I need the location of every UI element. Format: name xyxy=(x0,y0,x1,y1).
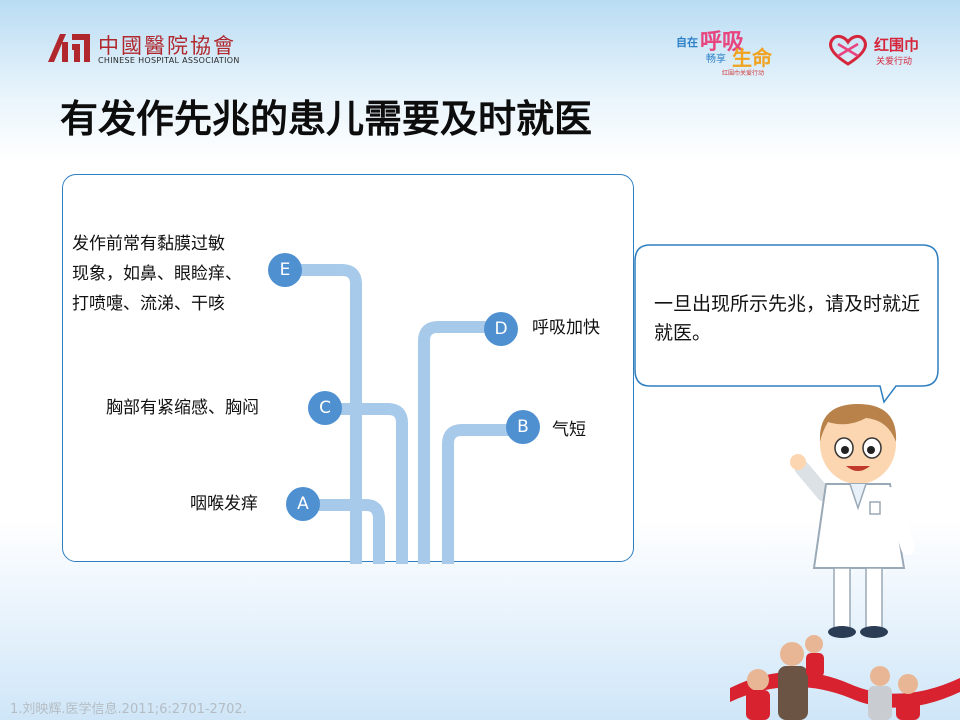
slide-title: 有发作先兆的患儿需要及时就医 xyxy=(60,97,593,141)
logo-chinese-text: 中國醫院協會 xyxy=(98,34,236,58)
speech-bubble xyxy=(634,244,939,404)
hospital-association-logo-icon xyxy=(48,34,90,62)
campaign-logo-part4: 生命 xyxy=(732,46,772,70)
logo-english-text: CHINESE HOSPITAL ASSOCIATION xyxy=(98,56,240,65)
family-photo-image xyxy=(730,635,960,720)
campaign-logo-part3: 畅享 xyxy=(706,54,726,65)
red-scarf-heart-icon xyxy=(829,34,867,66)
bubble-text: 一旦出现所示先兆，请及时就近就医。 xyxy=(654,293,921,344)
campaign-logo-part2: 呼吸 xyxy=(700,30,745,55)
label-d: 呼吸加快 xyxy=(532,318,600,338)
label-e-line1: 发作前常有黏膜过敏 xyxy=(72,234,225,254)
node-e: E xyxy=(268,253,302,287)
node-a: A xyxy=(286,487,320,521)
campaign-logo-sub: 红围巾关爱行动 xyxy=(722,70,765,77)
node-b: B xyxy=(506,410,540,444)
node-c: C xyxy=(308,391,342,425)
org-logo-name: 红围巾 xyxy=(874,36,920,54)
citation: 1.刘映辉.医学信息.2011;6:2701-2702. xyxy=(10,702,247,717)
campaign-logo-part1: 自在 xyxy=(676,36,698,49)
label-e-line2: 现象，如鼻、眼睑痒、 xyxy=(72,264,242,284)
label-a: 咽喉发痒 xyxy=(190,494,258,514)
label-b: 气短 xyxy=(552,420,586,440)
label-c: 胸部有紧缩感、胸闷 xyxy=(106,398,259,418)
label-e-line3: 打喷嚏、流涕、干咳 xyxy=(72,294,225,314)
org-logo-sub: 关爱行动 xyxy=(876,57,913,67)
doctor-cartoon-icon xyxy=(790,404,915,638)
node-d: D xyxy=(484,312,518,346)
